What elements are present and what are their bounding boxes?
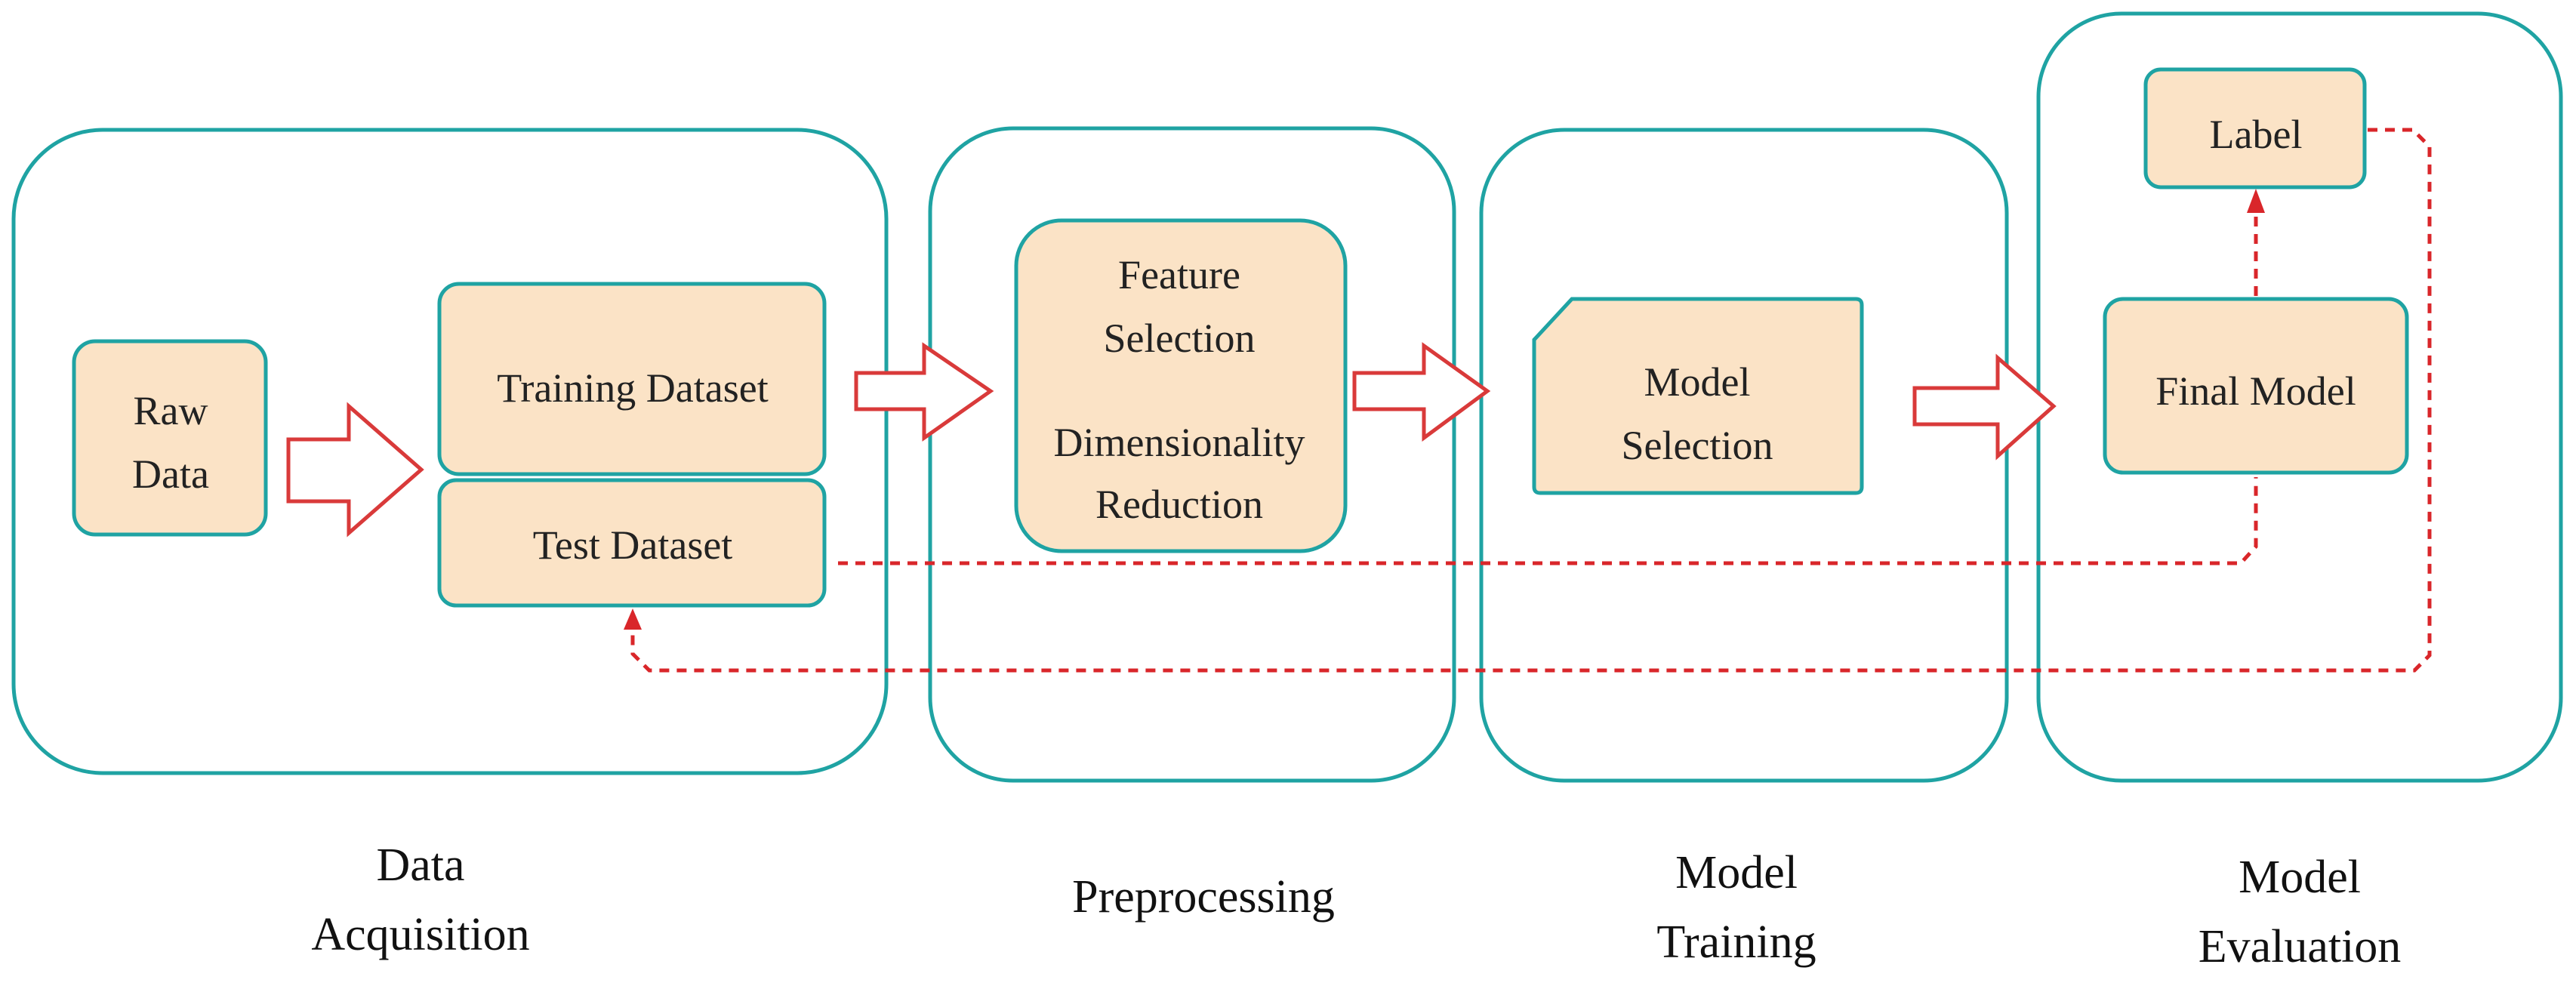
final-model-label: Final Model xyxy=(2155,368,2356,414)
training-dataset-label: Training Dataset xyxy=(497,365,768,411)
block-arrow-preprocessing-to-training xyxy=(1352,342,1491,442)
block-arrow-raw-to-datasets xyxy=(286,402,424,538)
test-dataset-node xyxy=(437,478,827,608)
arrowhead-up-label-icon xyxy=(2247,189,2265,213)
feature-dimensionality-node xyxy=(1014,218,1348,553)
final-model-node xyxy=(2103,297,2409,475)
dashed-line-label-to-test-dataset xyxy=(630,128,2432,673)
test-dataset-label: Test Dataset xyxy=(533,522,733,568)
training-dataset-node xyxy=(437,282,827,476)
arrowhead-up-test-dataset-icon xyxy=(624,608,642,630)
label-node xyxy=(2143,67,2367,189)
block-arrow-training-to-evaluation xyxy=(1912,353,2057,461)
model-selection-node xyxy=(1532,297,1864,495)
caption-preprocessing: Preprocessing xyxy=(1072,871,1335,923)
dashed-line-test-to-final-model xyxy=(838,477,2258,565)
label-node-text: Label xyxy=(2210,112,2303,157)
raw-data-node xyxy=(72,339,268,537)
block-arrow-datasets-to-preprocessing xyxy=(854,342,994,442)
